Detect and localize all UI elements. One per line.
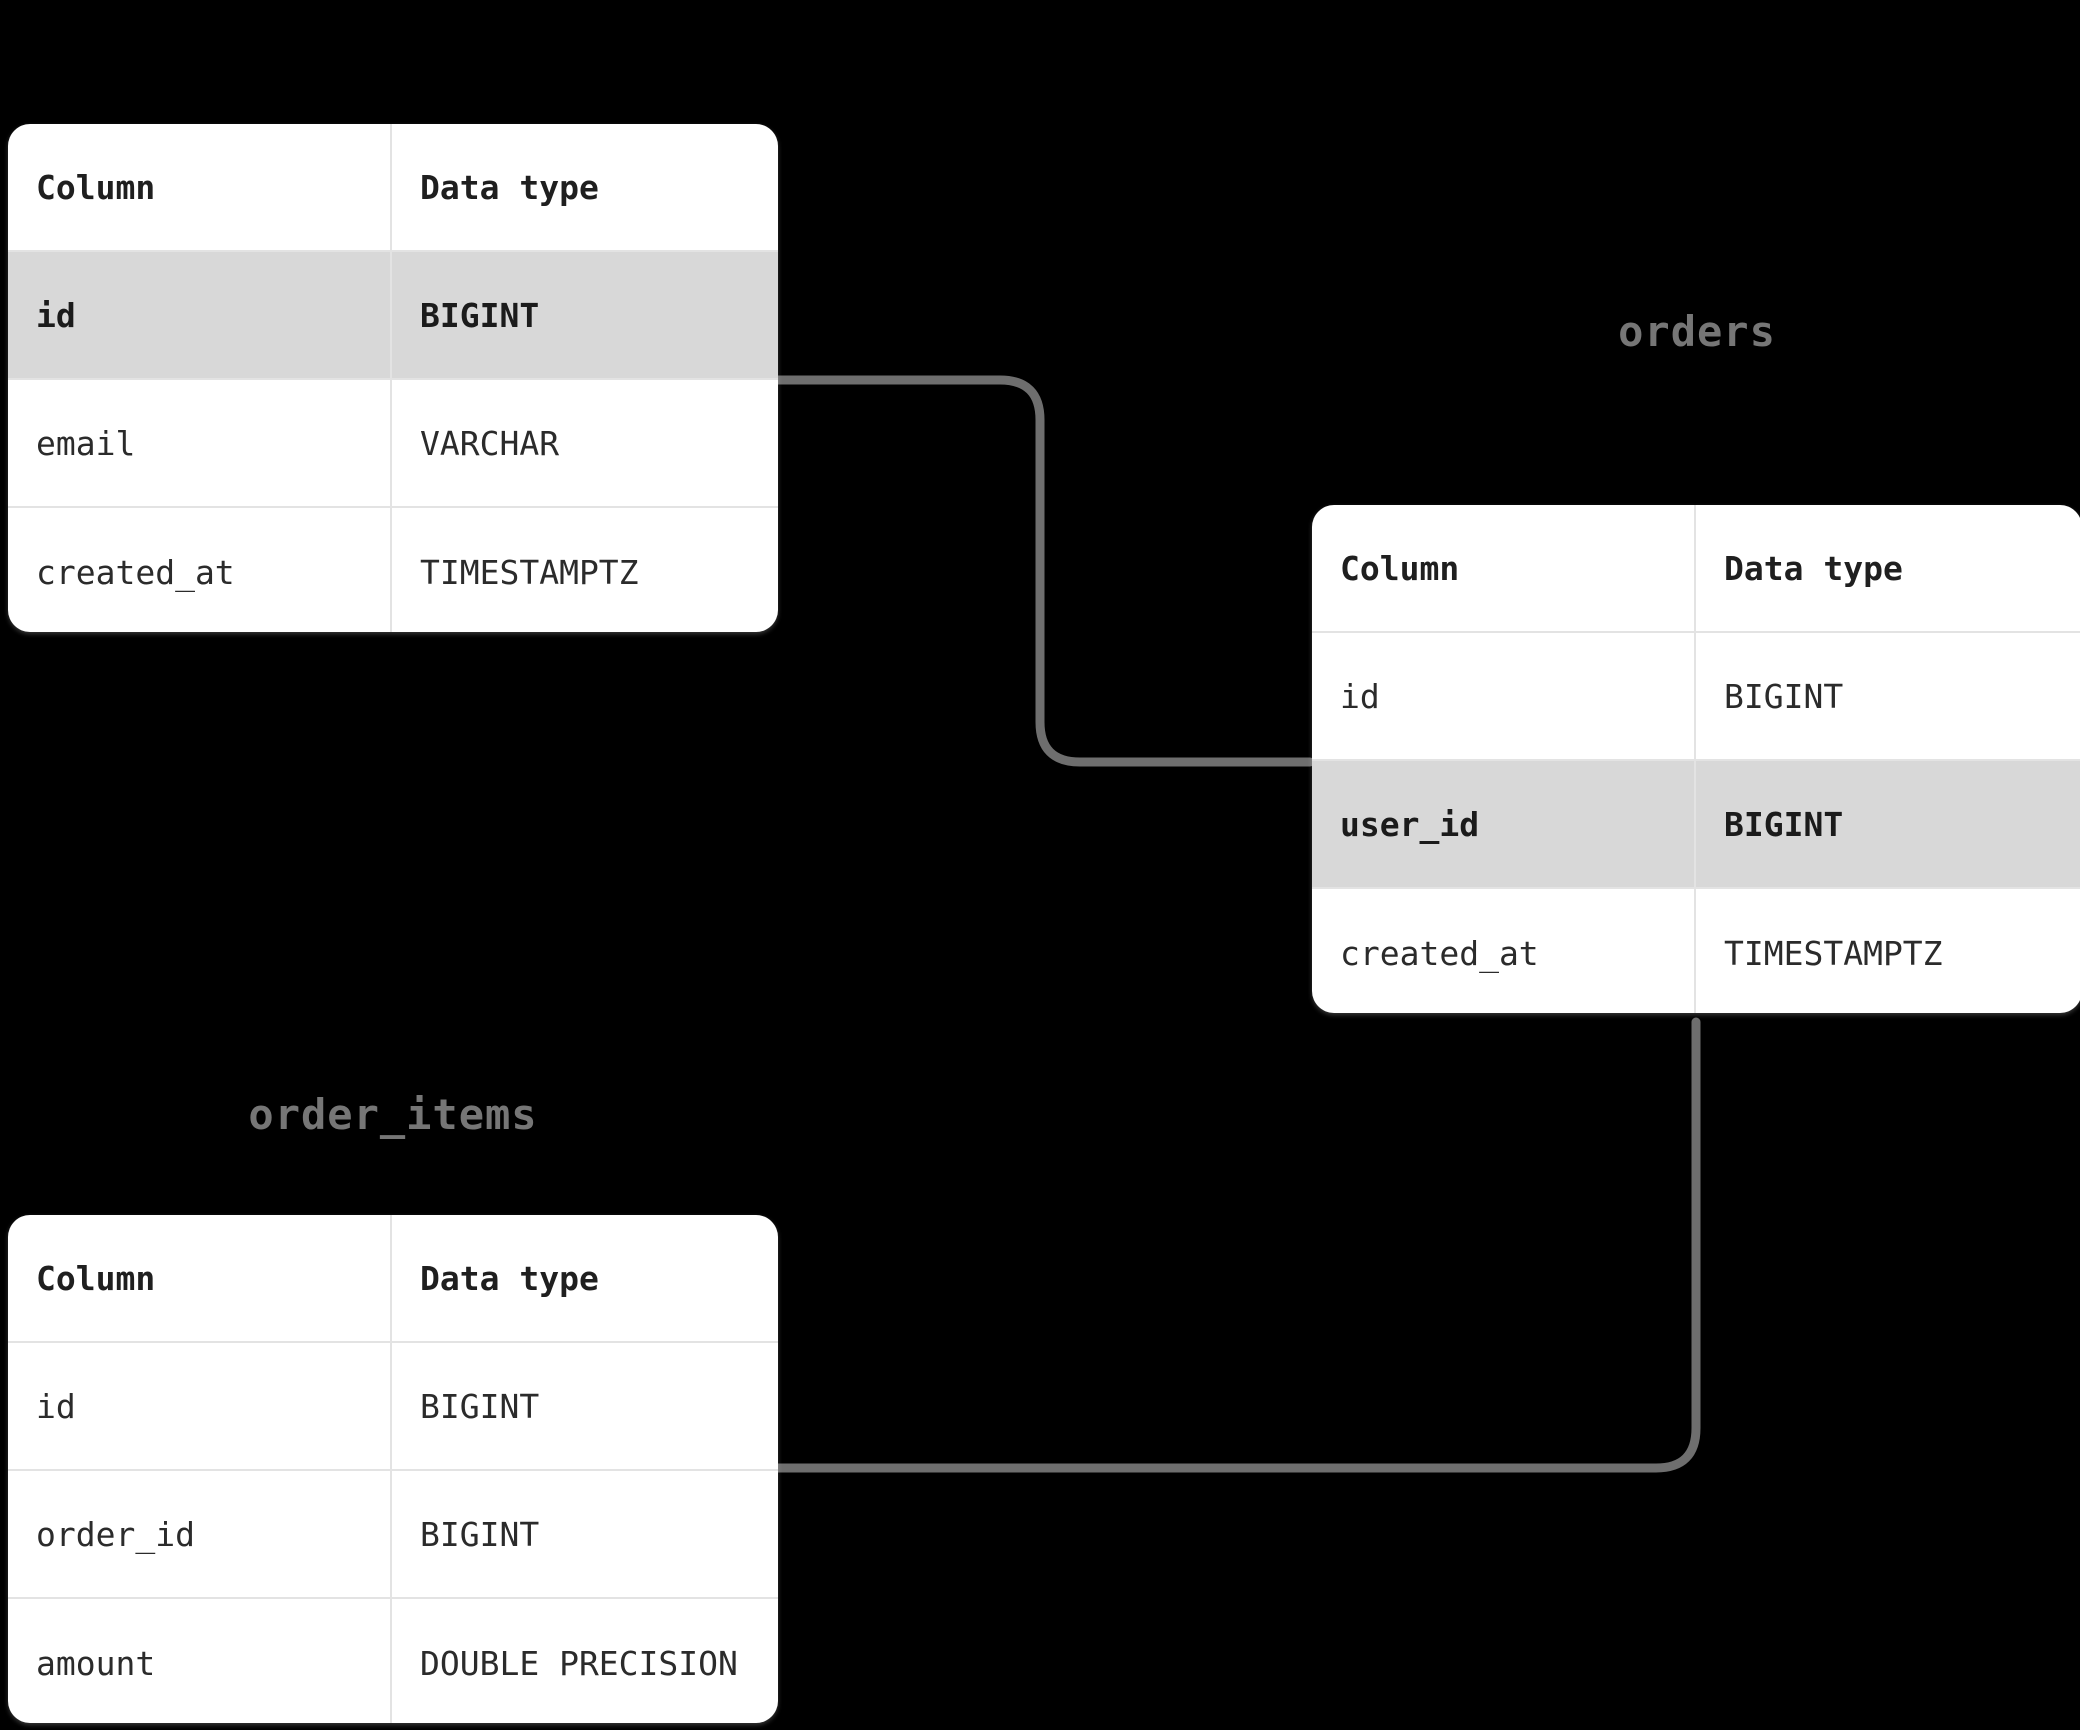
order-items-row-id-column: id [8,1343,392,1469]
entity-order-items-title: order_items [248,1090,538,1139]
order-items-header-row: Column Data type [8,1215,778,1343]
users-row-created-at-column: created_at [8,508,392,632]
entity-orders-title: orders [1618,307,1776,356]
edge-users-id-to-orders-user-id [773,375,1315,767]
order-items-header-datatype: Data type [420,1258,599,1298]
orders-header-column: Column [1312,505,1696,631]
order-items-row-id[interactable]: id BIGINT [8,1343,778,1471]
users-row-email[interactable]: email VARCHAR [8,380,778,508]
orders-row-id-datatype: BIGINT [1724,676,1844,716]
order-items-row-order-id-column: order_id [8,1471,392,1597]
order-items-row-amount-datatype: DOUBLE PRECISION [420,1643,738,1683]
orders-row-created-at[interactable]: created_at TIMESTAMPTZ [1312,889,2080,1013]
users-row-email-column: email [8,380,392,506]
users-header-datatype: Data type [420,167,599,207]
orders-row-created-at-column: created_at [1312,889,1696,1013]
order-items-row-order-id[interactable]: order_id BIGINT [8,1471,778,1599]
order-items-header-column: Column [8,1215,392,1341]
users-header-row: Column Data type [8,124,778,252]
orders-row-user-id-datatype: BIGINT [1724,804,1844,844]
users-row-email-datatype: VARCHAR [420,423,560,463]
entity-users-title: users [8,0,778,9]
order-items-row-order-id-datatype: BIGINT [420,1514,540,1554]
orders-row-user-id[interactable]: user_id BIGINT [1312,761,2080,889]
entity-orders-card[interactable]: Column Data type id BIGINT user_id BIGIN… [1312,505,2080,1013]
order-items-row-amount-column: amount [8,1599,392,1723]
users-row-created-at[interactable]: created_at TIMESTAMPTZ [8,508,778,632]
users-row-created-at-datatype: TIMESTAMPTZ [420,552,639,592]
entity-order-items-card[interactable]: Column Data type id BIGINT order_id BIGI… [8,1215,778,1723]
users-row-id-column: id [8,252,392,378]
orders-row-user-id-column: user_id [1312,761,1696,887]
users-header-column: Column [8,124,392,250]
orders-header-row: Column Data type [1312,505,2080,633]
users-row-id[interactable]: id BIGINT [8,252,778,380]
users-row-id-datatype: BIGINT [420,295,540,335]
orders-header-datatype: Data type [1724,548,1903,588]
orders-row-id-column: id [1312,633,1696,759]
order-items-row-amount[interactable]: amount DOUBLE PRECISION [8,1599,778,1723]
order-items-row-id-datatype: BIGINT [420,1386,540,1426]
entity-users-card[interactable]: Column Data type id BIGINT email VARCHAR… [8,124,778,632]
edge-orders-to-order-items-order-id [773,1017,1701,1473]
orders-row-id[interactable]: id BIGINT [1312,633,2080,761]
orders-row-created-at-datatype: TIMESTAMPTZ [1724,933,1943,973]
